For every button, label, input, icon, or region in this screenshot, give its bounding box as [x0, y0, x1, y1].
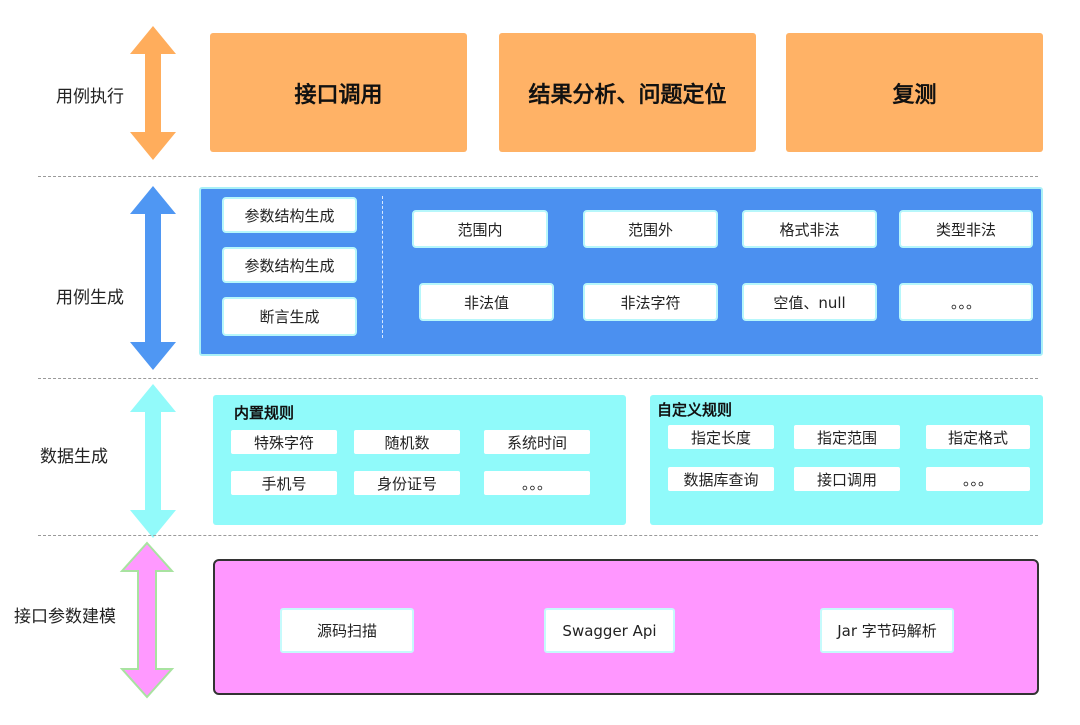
- modeling-item-swagger: Swagger Api: [544, 608, 675, 653]
- gen-rule-item: 格式非法: [742, 210, 877, 248]
- layer-label-modeling: 接口参数建模: [14, 607, 116, 627]
- divider-data-modeling: [38, 535, 1038, 536]
- gen-rule-item: 非法字符: [583, 283, 718, 321]
- gen-rule-item: 范围内: [412, 210, 548, 248]
- execution-double-arrow-icon: [130, 26, 176, 160]
- builtin-rule-item: 。。。: [484, 471, 590, 495]
- data-double-arrow-icon: [130, 384, 176, 538]
- layer-label-generation: 用例生成: [56, 288, 124, 308]
- modeling-item-source-scan: 源码扫描: [280, 608, 414, 653]
- builtin-rules-panel: [213, 395, 626, 525]
- custom-rule-item: 。。。: [926, 467, 1030, 491]
- builtin-rule-item: 特殊字符: [231, 430, 337, 454]
- builtin-rule-item: 手机号: [231, 471, 337, 495]
- builtin-rules-title: 内置规则: [234, 404, 295, 422]
- gen-rule-item: 空值、null: [742, 283, 877, 321]
- custom-rule-item: 指定格式: [926, 425, 1030, 449]
- custom-rules-panel: [650, 395, 1043, 525]
- gen-left-item: 参数结构生成: [222, 247, 357, 283]
- custom-rule-item: 指定长度: [668, 425, 774, 449]
- gen-rule-item: 范围外: [583, 210, 718, 248]
- builtin-rule-item: 身份证号: [354, 471, 460, 495]
- custom-rule-item: 指定范围: [794, 425, 900, 449]
- exec-block-interface-call: 接口调用: [210, 33, 467, 152]
- custom-rule-item: 数据库查询: [668, 467, 774, 491]
- exec-block-retest: 复测: [786, 33, 1043, 152]
- divider-execution-generation: [38, 176, 1038, 177]
- exec-block-result-analysis: 结果分析、问题定位: [499, 33, 756, 152]
- layer-label-data: 数据生成: [40, 447, 108, 467]
- custom-rules-title: 自定义规则: [657, 401, 733, 419]
- layer-label-execution: 用例执行: [56, 87, 124, 107]
- gen-rule-item: 类型非法: [899, 210, 1033, 248]
- divider-generation-data: [38, 378, 1038, 379]
- generation-separator: [382, 196, 383, 338]
- builtin-rule-item: 系统时间: [484, 430, 590, 454]
- gen-rule-item: 。。。: [899, 283, 1033, 321]
- builtin-rule-item: 随机数: [354, 430, 460, 454]
- modeling-double-arrow-icon: [119, 541, 175, 699]
- gen-left-item: 断言生成: [222, 297, 357, 336]
- modeling-item-jar-bytecode: Jar 字节码解析: [820, 608, 954, 653]
- custom-rule-item: 接口调用: [794, 467, 900, 491]
- gen-left-item: 参数结构生成: [222, 197, 357, 233]
- gen-rule-item: 非法值: [419, 283, 554, 321]
- generation-double-arrow-icon: [130, 186, 176, 370]
